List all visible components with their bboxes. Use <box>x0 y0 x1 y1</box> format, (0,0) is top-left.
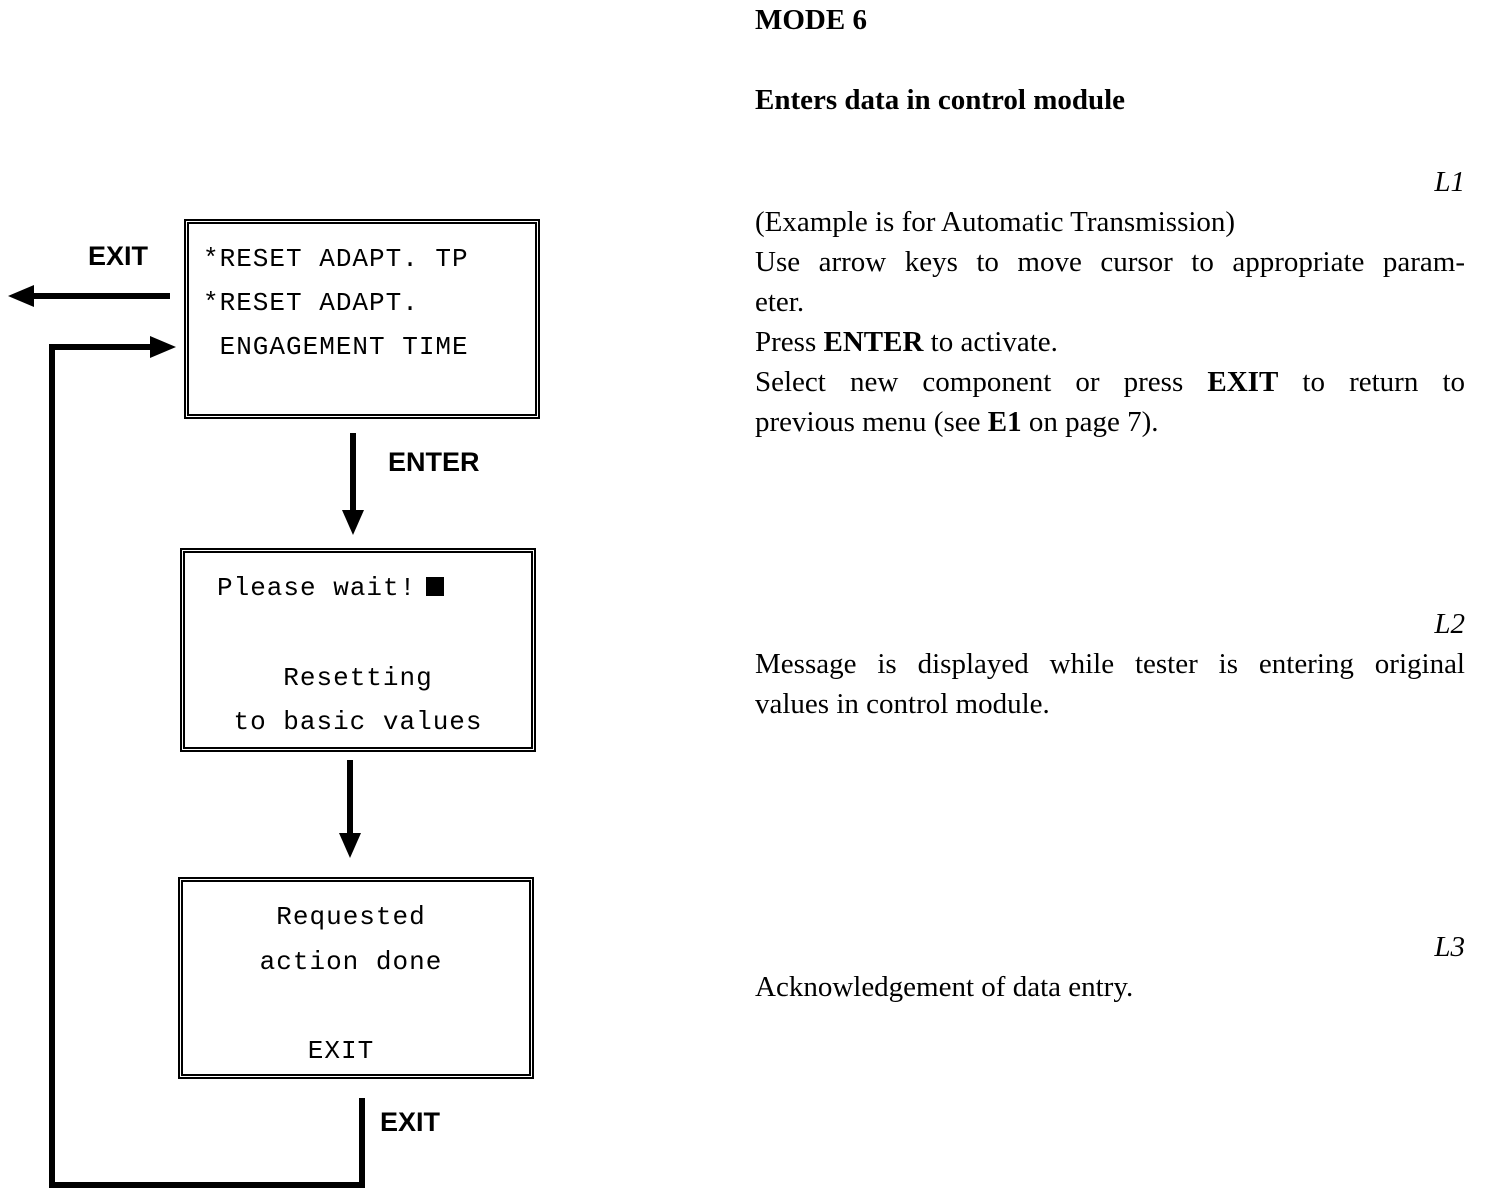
exit-label: EXIT <box>88 241 149 271</box>
step-description-l1: (Example is for Automatic Transmission) … <box>755 202 1465 442</box>
flow-diagram: EXIT ENTER EXIT *RESET ADAPT. TP *RESET … <box>0 0 700 1194</box>
arrow-down-icon <box>339 760 361 858</box>
step-tag-l2: L2 <box>1434 608 1465 640</box>
step-description-l3: Acknowledgement of data entry. <box>755 967 1465 1007</box>
key-name: EXIT <box>1207 366 1279 398</box>
description-line: Acknowledgement of data entry. <box>755 971 1134 1003</box>
instruction-line: Press ENTER to activate. <box>755 326 1058 358</box>
screen-line: Resetting <box>283 663 433 693</box>
arrow-down-icon <box>342 433 364 535</box>
instruction-line: Use arrow keys to move cursor to appropr… <box>755 246 1465 278</box>
screen-line: Please wait! <box>217 573 445 603</box>
key-name: ENTER <box>823 326 924 358</box>
exit-label: EXIT <box>380 1107 441 1137</box>
cursor-block-icon <box>426 577 445 596</box>
screen-line: action done <box>259 947 443 977</box>
screen-line: *RESET ADAPT. <box>203 288 419 318</box>
description-line: Message is displayed while tester is ent… <box>755 648 1465 680</box>
page-reference: E1 <box>987 406 1022 438</box>
screen-line: Requested <box>276 902 426 932</box>
instruction-line: eter. <box>755 286 805 318</box>
enter-label: ENTER <box>388 447 480 477</box>
example-note: (Example is for Automatic Transmission) <box>755 206 1236 238</box>
flow-connectors <box>8 285 365 1188</box>
arrow-right-icon <box>150 336 176 358</box>
screen-line: *RESET ADAPT. TP <box>203 244 469 274</box>
return-loop-line <box>49 344 365 1188</box>
instruction-line: previous menu (see E1 on page 7). <box>755 406 1159 438</box>
arrow-left-icon <box>8 285 170 307</box>
step-description-l2: Message is displayed while tester is ent… <box>755 644 1465 724</box>
tester-screen-l3: Requested action done EXIT <box>178 877 534 1079</box>
description-line: values in control module. <box>755 688 1050 720</box>
tester-screen-l1: *RESET ADAPT. TP *RESET ADAPT. ENGAGEMEN… <box>184 219 540 419</box>
step-tag-l3: L3 <box>1434 931 1465 963</box>
screen-line: to basic values <box>233 707 483 737</box>
tester-screen-l2: Please wait! Resetting to basic values <box>180 548 536 752</box>
screen-line: ENGAGEMENT TIME <box>203 332 469 362</box>
mode-title: MODE 6 <box>755 4 867 36</box>
section-subtitle: Enters data in control module <box>755 84 1126 116</box>
screen-line: EXIT <box>307 1036 375 1066</box>
instruction-line: Select new component or press EXIT to re… <box>755 366 1465 398</box>
step-tag-l1: L1 <box>1434 166 1465 198</box>
